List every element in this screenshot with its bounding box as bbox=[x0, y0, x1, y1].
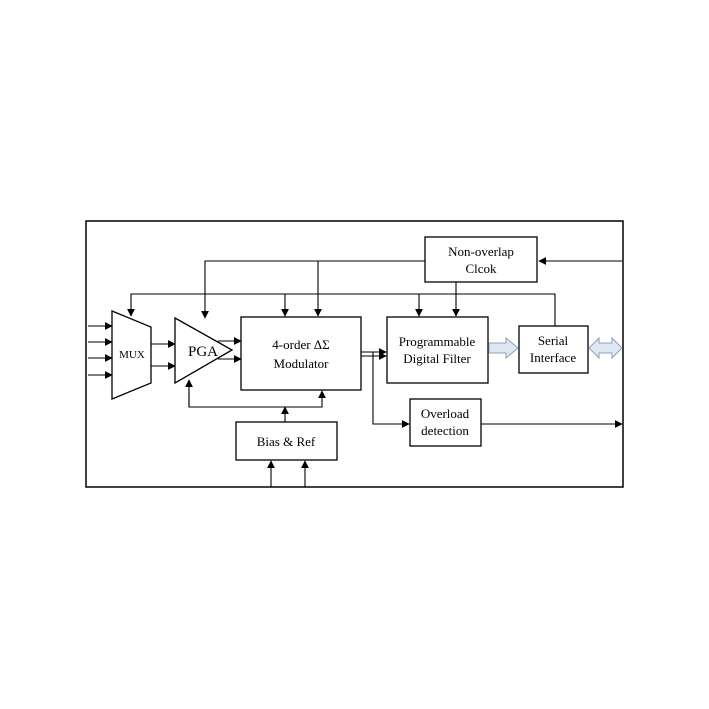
overload-label-1: Overload bbox=[421, 406, 470, 421]
mux-label: MUX bbox=[119, 349, 145, 361]
pga-block: PGA bbox=[174, 316, 234, 385]
filter-to-serial-bus-arrow bbox=[488, 336, 519, 360]
pga-to-modulator-arrows bbox=[218, 337, 242, 363]
overload-detection-block: Overload detection bbox=[409, 398, 482, 447]
clock-block: Non-overlap Clcok bbox=[424, 236, 538, 283]
modulator-block: 4-order ΔΣ Modulator bbox=[240, 316, 362, 391]
clock-label-2: Clcok bbox=[465, 261, 497, 276]
bias-label: Bias & Ref bbox=[257, 434, 316, 449]
overload-label-2: detection bbox=[421, 423, 469, 438]
pga-label: PGA bbox=[188, 344, 218, 360]
serial-interface-block: Serial Interface bbox=[518, 325, 589, 374]
clock-distribution-wires bbox=[127, 257, 622, 326]
mux-input-arrows bbox=[88, 322, 113, 379]
filter-label-1: Programmable bbox=[399, 334, 476, 349]
mux-block: MUX bbox=[111, 310, 152, 400]
bias-ref-block: Bias & Ref bbox=[235, 421, 338, 461]
filter-label-2: Digital Filter bbox=[403, 351, 471, 366]
outer-frame bbox=[85, 220, 624, 488]
mux-to-pga-arrows bbox=[151, 340, 176, 370]
serial-label-1: Serial bbox=[538, 333, 569, 348]
modulator-label-2: Modulator bbox=[274, 356, 330, 371]
filter-block: Programmable Digital Filter bbox=[386, 316, 489, 384]
modulator-output-wires bbox=[361, 348, 623, 428]
bias-ref-wires bbox=[185, 379, 326, 487]
modulator-label-1: 4-order ΔΣ bbox=[272, 337, 329, 352]
clock-label-1: Non-overlap bbox=[448, 244, 514, 259]
serial-external-bus-arrow bbox=[588, 336, 623, 360]
serial-label-2: Interface bbox=[530, 350, 576, 365]
